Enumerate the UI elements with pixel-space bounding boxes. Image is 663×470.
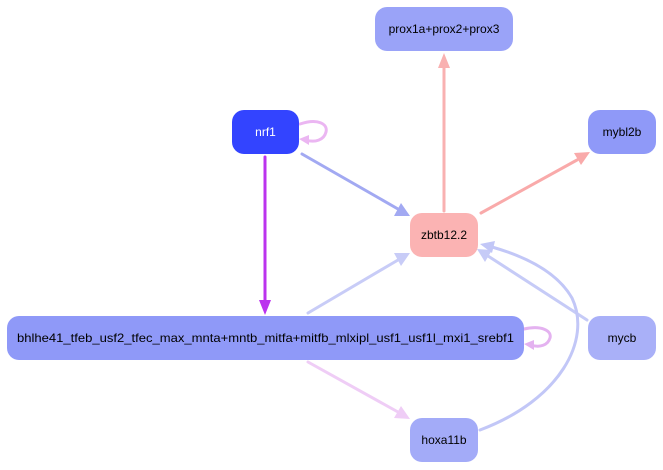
- edge-zbtb-to-mybl2b: [479, 152, 590, 215]
- node-box: [375, 7, 513, 51]
- edge-line: [486, 254, 589, 322]
- edge-bhlhe-to-zbtb: [306, 253, 410, 315]
- node-label: zbtb12.2: [421, 228, 467, 242]
- node-box: [7, 316, 524, 360]
- node-label: bhlhe41_tfeb_usf2_tfec_max_mnta+mntb_mit…: [17, 331, 514, 345]
- edge-nrf1-self-loop: [298, 120, 328, 145]
- node-box: [588, 316, 656, 360]
- node-prox1a-prox2-prox3[interactable]: prox1a+prox2+prox3: [375, 7, 513, 51]
- edge-nrf1-to-bhlhe: [259, 155, 271, 315]
- node-mycb[interactable]: mycb: [588, 316, 656, 360]
- edge-arrowhead: [259, 300, 271, 315]
- edge-arrowhead: [480, 241, 495, 253]
- node-mybl2b[interactable]: mybl2b: [588, 110, 656, 154]
- edge-bhlhe-self-loop: [522, 326, 552, 350]
- node-box: [588, 110, 656, 154]
- node-box: [232, 110, 299, 154]
- edge-line: [478, 245, 580, 432]
- edge-arrowhead: [394, 406, 410, 419]
- node-zbtb12-2[interactable]: zbtb12.2: [410, 213, 478, 257]
- node-hoxa11b[interactable]: hoxa11b: [410, 418, 478, 462]
- edge-line: [306, 258, 400, 315]
- node-label: hoxa11b: [421, 433, 466, 447]
- edge-line: [298, 120, 328, 143]
- edge-arrowhead: [394, 253, 410, 266]
- edge-arrowhead: [394, 203, 410, 216]
- node-bhlhe41-cluster[interactable]: bhlhe41_tfeb_usf2_tfec_max_mnta+mntb_mit…: [7, 316, 524, 360]
- edge-line: [522, 326, 552, 348]
- edge-mycb-to-zbtb: [477, 249, 589, 322]
- edge-line: [300, 152, 400, 211]
- edge-line: [479, 158, 579, 215]
- node-nrf1[interactable]: nrf1: [232, 110, 299, 154]
- edge-arrowhead: [299, 135, 309, 145]
- node-label: mycb: [608, 331, 637, 345]
- node-label: prox1a+prox2+prox3: [389, 22, 500, 36]
- edge-line: [306, 360, 400, 414]
- edge-arrowhead: [438, 53, 450, 68]
- node-box: [410, 213, 478, 257]
- edge-bhlhe-to-hoxa11b: [306, 360, 410, 419]
- edge-nrf1-to-zbtb: [300, 152, 410, 216]
- node-label: nrf1: [255, 125, 276, 139]
- node-label: mybl2b: [603, 125, 642, 139]
- edge-zbtb-to-prox: [438, 53, 450, 213]
- node-box: [410, 418, 478, 462]
- edge-hoxa11b-to-zbtb: [478, 241, 580, 432]
- edge-arrowhead: [574, 152, 590, 165]
- edge-arrowhead: [524, 340, 534, 350]
- edge-arrowhead: [477, 249, 492, 262]
